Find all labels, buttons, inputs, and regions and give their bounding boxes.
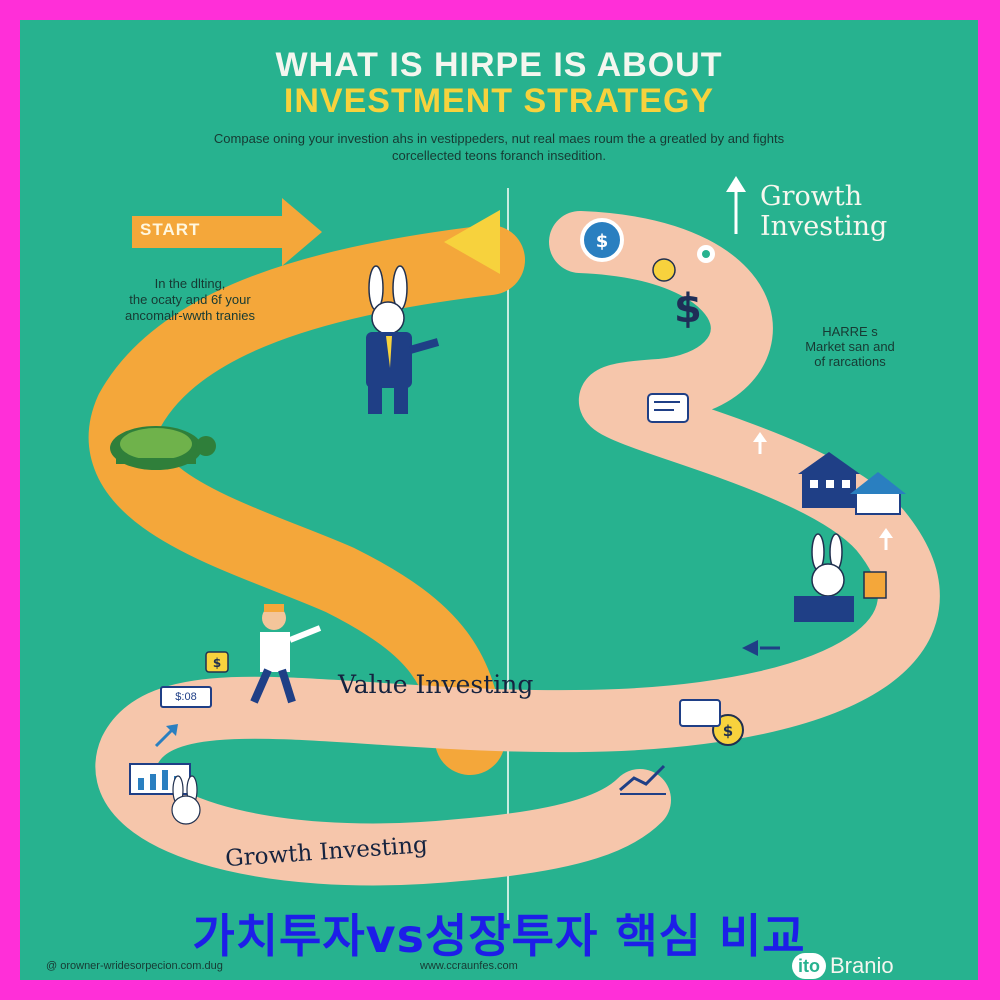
dollar-sign-icon: $ [674, 286, 702, 332]
arrow-up-icon [879, 528, 893, 550]
start-arrow-shape [132, 198, 322, 266]
building-icon [798, 452, 860, 508]
rabbit-icon [171, 775, 201, 825]
right-note: HARRE s Market san and of rarcations [780, 324, 920, 369]
money-bag-icon: $ [205, 651, 229, 673]
left-note: In the dlting, the ocaty and 6f your anc… [80, 276, 300, 324]
person-icon [250, 604, 322, 704]
rabbit-icon [366, 265, 440, 414]
orange-road [88, 225, 525, 775]
growth-investing-heading: Growth Investing [760, 182, 960, 242]
subtitle-line-1: Compase oning your investion ahs in vest… [213, 131, 785, 146]
dollar-coin-icon: $ [679, 699, 744, 746]
pink-road [95, 211, 940, 886]
brand-name: Branio [830, 953, 894, 979]
svg-text:$: $ [596, 231, 609, 252]
growth-heading-line-1: Growth [760, 181, 863, 212]
arrow-up-icon [154, 724, 178, 748]
arrow-up-icon [726, 176, 746, 234]
rabbit-icon [794, 533, 887, 622]
subtitle: Compase oning your investion ahs in vest… [80, 130, 918, 164]
left-note-line-3: ancomalr-wwth tranies [124, 308, 256, 323]
footer-url-left: @ orowner-wridesorpecion.com.dug [46, 960, 223, 972]
svg-text:$: $ [213, 656, 221, 670]
left-note-line-2: the ocaty and 6f your [129, 292, 251, 307]
document-icon [647, 393, 689, 423]
yellow-arrow-shape [444, 210, 500, 274]
money-bag-icon [652, 258, 676, 282]
turtle-icon [110, 426, 216, 470]
dollar-coin-icon: $ [580, 218, 624, 262]
path-illustration: $ $ [88, 176, 940, 920]
korean-caption: 가치투자vs성장투자 핵심 비교 [192, 909, 806, 963]
right-note-line-1: HARRE s [822, 324, 878, 339]
svg-text:$: $ [723, 722, 733, 740]
right-note-line-3: of rarcations [814, 354, 886, 369]
price-tag: $:08 [160, 686, 212, 708]
left-note-line-1: In the dlting, [154, 276, 226, 291]
value-investing-label: Value Investing [338, 670, 534, 699]
right-note-line-2: Market san and [805, 339, 895, 354]
start-label: START [140, 220, 201, 239]
house-icon [850, 472, 906, 515]
subtitle-line-2: corcellected teons foranch insedition. [392, 148, 606, 163]
title-line-2: INVESTMENT STRATEGY [283, 82, 715, 120]
arrow-left-icon [742, 640, 780, 656]
brand-logo-mark: ito [792, 953, 826, 980]
gear-icon [697, 245, 715, 263]
chart-icon [619, 764, 666, 795]
growth-heading-line-2: Investing [760, 211, 888, 242]
footer-url-center: www.ccraunfes.com [420, 960, 518, 972]
infographic-poster: $ $ [20, 20, 978, 980]
title-line-1: WHAT IS HIRPE IS ABOUT [275, 46, 723, 84]
arrow-up-icon [753, 432, 767, 454]
